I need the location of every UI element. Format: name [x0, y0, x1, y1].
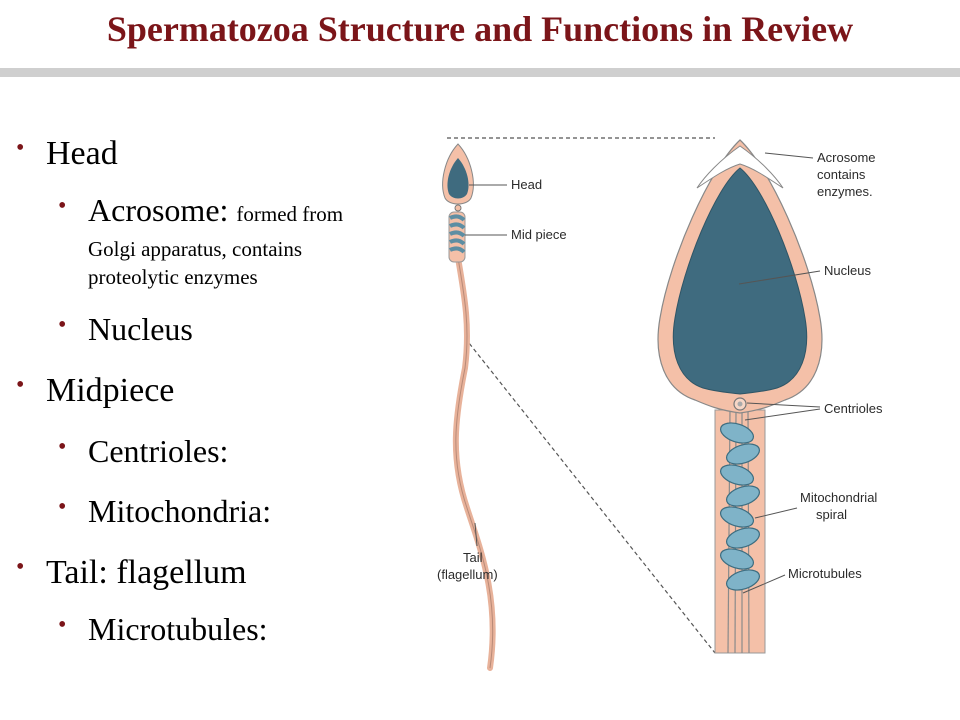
bullet-head: • Head: [16, 135, 118, 172]
label-acrosome-enzymes: enzymes.: [817, 184, 873, 199]
bullet-dot-icon: •: [58, 193, 67, 219]
label-tail: Tail: [463, 550, 483, 565]
acrosome-cap: [696, 145, 784, 189]
mitochondrion-coil: [725, 485, 761, 507]
bullet-dot-icon: •: [16, 372, 25, 398]
small-tail: [452, 255, 496, 671]
microtubule-line: [727, 409, 731, 654]
mitochondrion-coil: [719, 464, 755, 486]
bullet-centrioles-text: Centrioles:: [88, 433, 229, 469]
leader-tail: [474, 522, 478, 547]
bullet-microtubules: • Microtubules:: [58, 611, 268, 647]
centriole-inner: [737, 401, 743, 407]
small-mito-spiral: [449, 214, 466, 254]
leader-acrosome: [764, 152, 814, 159]
title-divider: [0, 68, 960, 77]
bullet-dot-icon: •: [58, 312, 67, 338]
label-acrosome: Acrosome: [817, 150, 876, 165]
bullet-acrosome: • Acrosome: formed from: [58, 192, 344, 228]
leader-mito: [754, 507, 798, 519]
leader-centrioles-2: [744, 408, 821, 421]
slide-title: Spermatozoa Structure and Functions in R…: [106, 9, 854, 49]
mitochondrion-coil: [725, 569, 761, 591]
leader-nucleus: [738, 270, 821, 285]
bullet-nucleus: • Nucleus: [58, 311, 193, 347]
small-nucleus: [447, 158, 469, 199]
bullet-dot-icon: •: [16, 554, 25, 580]
bullet-dot-icon: •: [58, 434, 67, 460]
bullet-tail-text: Tail: flagellum: [46, 554, 247, 591]
bullet-midpiece: • Midpiece: [16, 372, 175, 409]
mitochondrion-coil: [719, 548, 755, 570]
leader-centrioles: [746, 402, 821, 408]
label-mid-piece: Mid piece: [511, 227, 567, 242]
label-acrosome-contains: contains: [817, 167, 866, 182]
bullet-mitochondria-text: Mitochondria:: [88, 493, 272, 529]
label-mitochondrial: Mitochondrial: [800, 490, 877, 505]
mitochondrion-coil: [719, 422, 755, 444]
bullet-acrosome-desc-1: formed from: [236, 202, 344, 226]
bullet-acrosome-desc-2: Golgi apparatus, contains: [88, 237, 303, 261]
mitochondrial-spiral: [719, 422, 761, 591]
bullet-acrosome-desc-3: proteolytic enzymes: [88, 265, 258, 289]
bullet-dot-icon: •: [58, 494, 67, 520]
label-spiral: spiral: [816, 507, 847, 522]
bullet-centrioles: • Centrioles:: [58, 433, 229, 469]
sperm-diagram: Head Mid piece Tail (flagellum) Acrosome…: [437, 137, 883, 671]
small-tail-core: [455, 257, 494, 669]
bullet-midpiece-text: Midpiece: [46, 372, 175, 409]
leader-microtubules: [742, 574, 786, 594]
small-centriole: [454, 204, 462, 212]
mitochondrion-coil: [719, 506, 755, 528]
bullet-tail: • Tail: flagellum: [16, 554, 247, 591]
label-nucleus: Nucleus: [824, 263, 871, 278]
bullet-microtubules-text: Microtubules:: [88, 611, 268, 647]
bullet-acrosome-term: Acrosome:: [88, 192, 229, 228]
mitochondrion-coil: [725, 527, 761, 549]
label-flagellum: (flagellum): [437, 567, 498, 582]
bullet-head-text: Head: [46, 135, 118, 172]
bullet-mitochondria: • Mitochondria:: [58, 493, 272, 529]
bullet-nucleus-text: Nucleus: [88, 311, 193, 347]
label-head: Head: [511, 177, 542, 192]
label-microtubules: Microtubules: [788, 566, 862, 581]
label-centrioles: Centrioles: [824, 401, 883, 416]
mitochondrion-coil: [725, 443, 761, 465]
bullet-dot-icon: •: [58, 612, 67, 638]
bullet-dot-icon: •: [16, 135, 25, 161]
large-nucleus: [672, 167, 808, 395]
